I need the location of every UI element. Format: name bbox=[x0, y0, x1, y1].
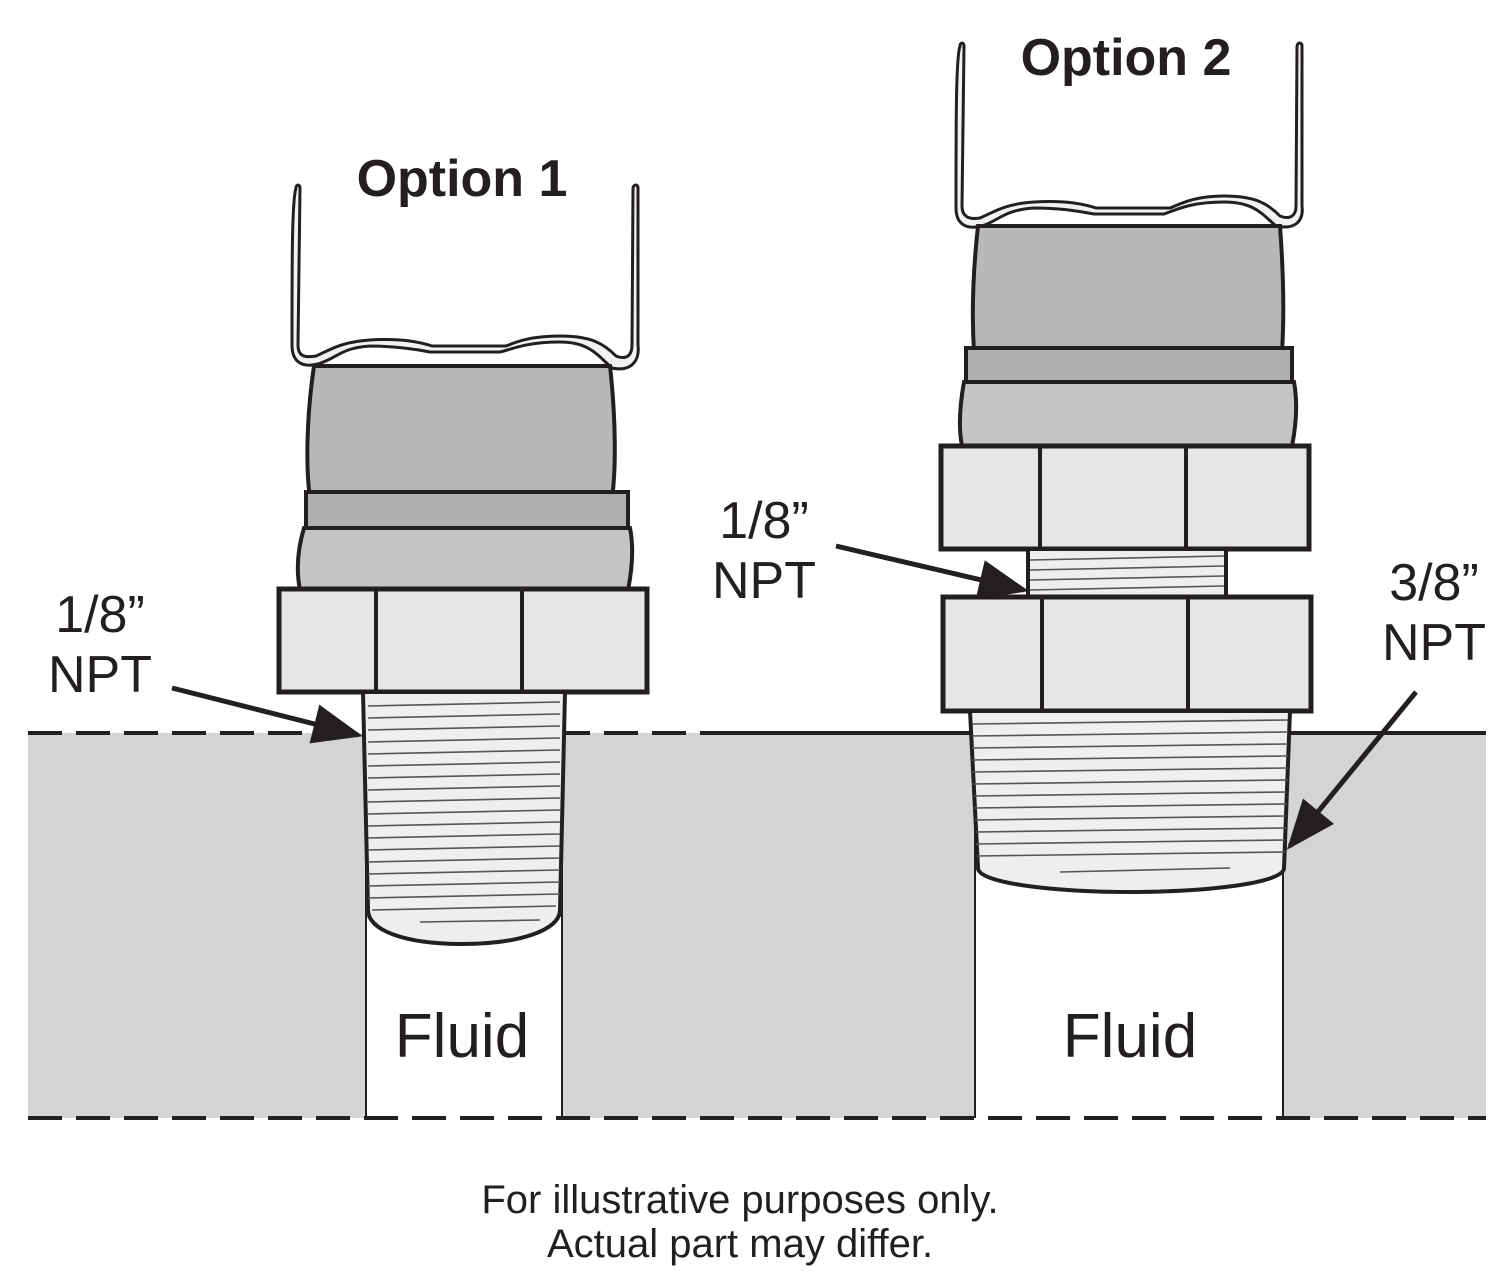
option-2-small-npt-type: NPT bbox=[712, 552, 816, 610]
option-1-hex-nut bbox=[276, 586, 650, 695]
option-2-large-npt-arrow bbox=[1286, 690, 1418, 850]
option-1-npt-arrow bbox=[171, 685, 363, 744]
option-2-small-npt-arrow bbox=[835, 543, 1029, 600]
footnote-line-2: Actual part may differ. bbox=[546, 1222, 934, 1266]
option-2-upper-hex-nut bbox=[938, 443, 1312, 552]
option-1-terminals bbox=[290, 183, 640, 371]
option-2-lower-hex-nut bbox=[940, 594, 1314, 714]
footnote-line-1: For illustrative purposes only. bbox=[481, 1178, 999, 1222]
option-2-small-npt-size: 1/8” bbox=[719, 492, 809, 550]
option-2-large-thread bbox=[967, 709, 1293, 895]
option-1-sensor bbox=[171, 183, 650, 947]
option-2-small-thread bbox=[1026, 547, 1228, 599]
option-2-sensor bbox=[835, 41, 1418, 895]
option-1-fluid-label: Fluid bbox=[395, 1002, 529, 1071]
option-1-npt-size: 1/8” bbox=[55, 586, 145, 644]
option-1-thread bbox=[360, 690, 568, 947]
footnote: For illustrative purposes only. Actual p… bbox=[0, 1178, 1480, 1266]
option-2-fluid-label: Fluid bbox=[1063, 1002, 1197, 1071]
tank-wall bbox=[28, 731, 1486, 1120]
option-1-title: Option 1 bbox=[357, 150, 568, 208]
option-2-large-npt-type: NPT bbox=[1382, 614, 1486, 672]
option-1-npt-type: NPT bbox=[48, 646, 152, 704]
option-2-large-npt-size: 3/8” bbox=[1389, 554, 1479, 612]
option-2-title: Option 2 bbox=[1021, 29, 1232, 87]
